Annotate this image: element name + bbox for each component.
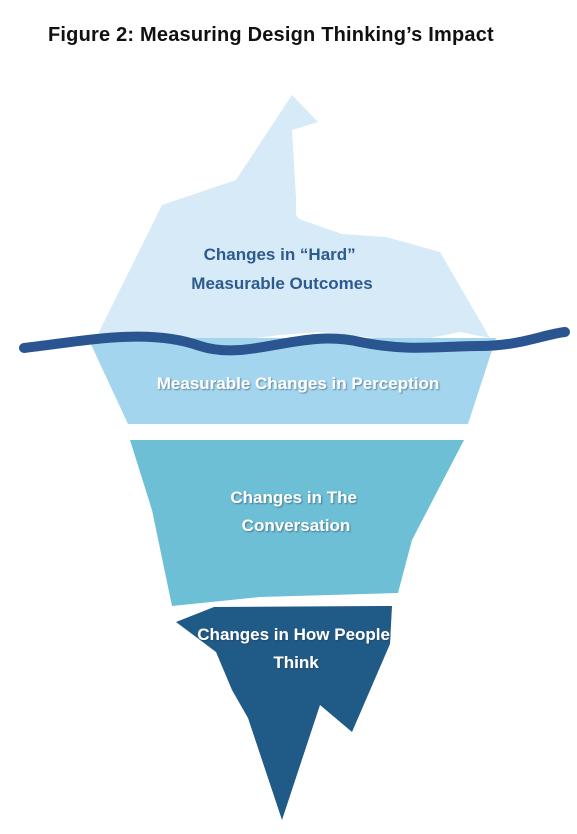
label-perception: Measurable Changes in Perception (157, 374, 439, 393)
figure-title: Figure 2: Measuring Design Thinking’s Im… (48, 24, 494, 46)
label-how-people-think-line1: Changes in How People (197, 625, 390, 644)
label-conversation-line2: Conversation (242, 516, 351, 535)
label-hard-outcomes-line2: Measurable Outcomes (191, 274, 372, 293)
label-how-people-think: Changes in How People Think (197, 625, 394, 672)
label-how-people-think-line2: Think (273, 653, 319, 672)
label-conversation-line1: Changes in The (230, 488, 357, 507)
waterline (19, 327, 570, 356)
label-perception-line1: Measurable Changes in Perception (157, 374, 439, 393)
label-conversation: Changes in The Conversation (230, 488, 361, 535)
iceberg-tip-crevice (110, 122, 478, 326)
label-hard-outcomes-line1: Changes in “Hard” (204, 245, 356, 264)
iceberg-perception-shape (88, 338, 496, 424)
iceberg-conversation-shape (130, 440, 464, 606)
label-hard-outcomes: Changes in “Hard” Measurable Outcomes (191, 245, 372, 293)
iceberg-thinking-shape (176, 606, 392, 820)
